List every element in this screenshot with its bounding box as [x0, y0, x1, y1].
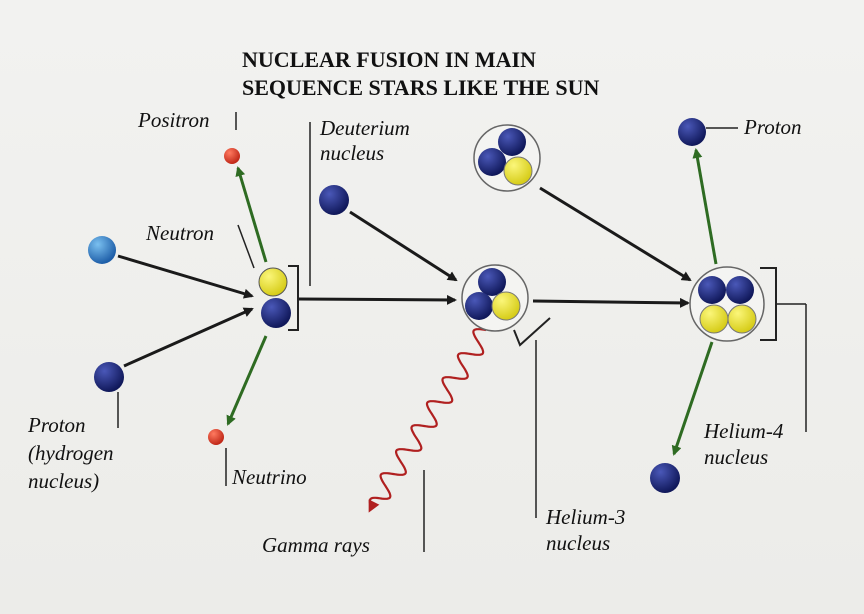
label-deuterium-2: nucleus: [320, 141, 384, 165]
helium3-nucleus-top: [473, 124, 541, 192]
label-proton-1: Proton: [27, 413, 86, 437]
label-helium3-1: Helium-3: [545, 505, 625, 529]
arrow-proton-to-deuterium: [123, 307, 254, 368]
released-proton-top: [678, 118, 706, 146]
arrow-proton-release-top: [692, 148, 718, 265]
label-helium3-2: nucleus: [546, 531, 610, 555]
title-line-2: SEQUENCE STARS LIKE THE SUN: [242, 75, 600, 100]
arrow-helium3-to-helium4: [532, 297, 690, 308]
label-gamma-rays: Gamma rays: [262, 533, 370, 557]
helium3-nucleus: [461, 264, 551, 347]
arrow-proton-to-helium3: [349, 210, 458, 282]
hydrogen-particle: [88, 236, 116, 264]
label-helium4-1: Helium-4: [703, 419, 784, 443]
leader-lines: [117, 112, 807, 552]
helium4-nucleus: [689, 266, 777, 342]
label-neutron: Neutron: [145, 221, 214, 245]
released-proton-bottom: [650, 463, 680, 493]
title-line-1: NUCLEAR FUSION IN MAIN: [242, 47, 536, 72]
arrow-proton-release-bottom: [671, 341, 714, 456]
label-helium4-2: nucleus: [704, 445, 768, 469]
label-positron: Positron: [137, 108, 210, 132]
arrow-positron-emission: [235, 166, 268, 263]
gamma-ray-wave: [368, 328, 487, 513]
positron-particle: [224, 148, 240, 164]
proton-particle-middle: [319, 185, 349, 215]
label-neutrino: Neutrino: [231, 465, 307, 489]
arrow-hydrogen-to-deuterium: [117, 254, 254, 299]
arrow-helium3b-to-helium4: [539, 186, 692, 282]
label-deuterium-1: Deuterium: [319, 116, 410, 140]
proton-particle-left: [94, 362, 124, 392]
label-proton-top: Proton: [743, 115, 802, 139]
label-proton-3: nucleus): [28, 469, 99, 493]
deuterium-nucleus: [258, 265, 299, 331]
arrow-neutrino-emission: [226, 335, 268, 426]
arrow-deuterium-to-helium3: [297, 294, 457, 305]
neutrino-particle: [208, 429, 224, 445]
label-proton-2: (hydrogen: [28, 441, 114, 465]
